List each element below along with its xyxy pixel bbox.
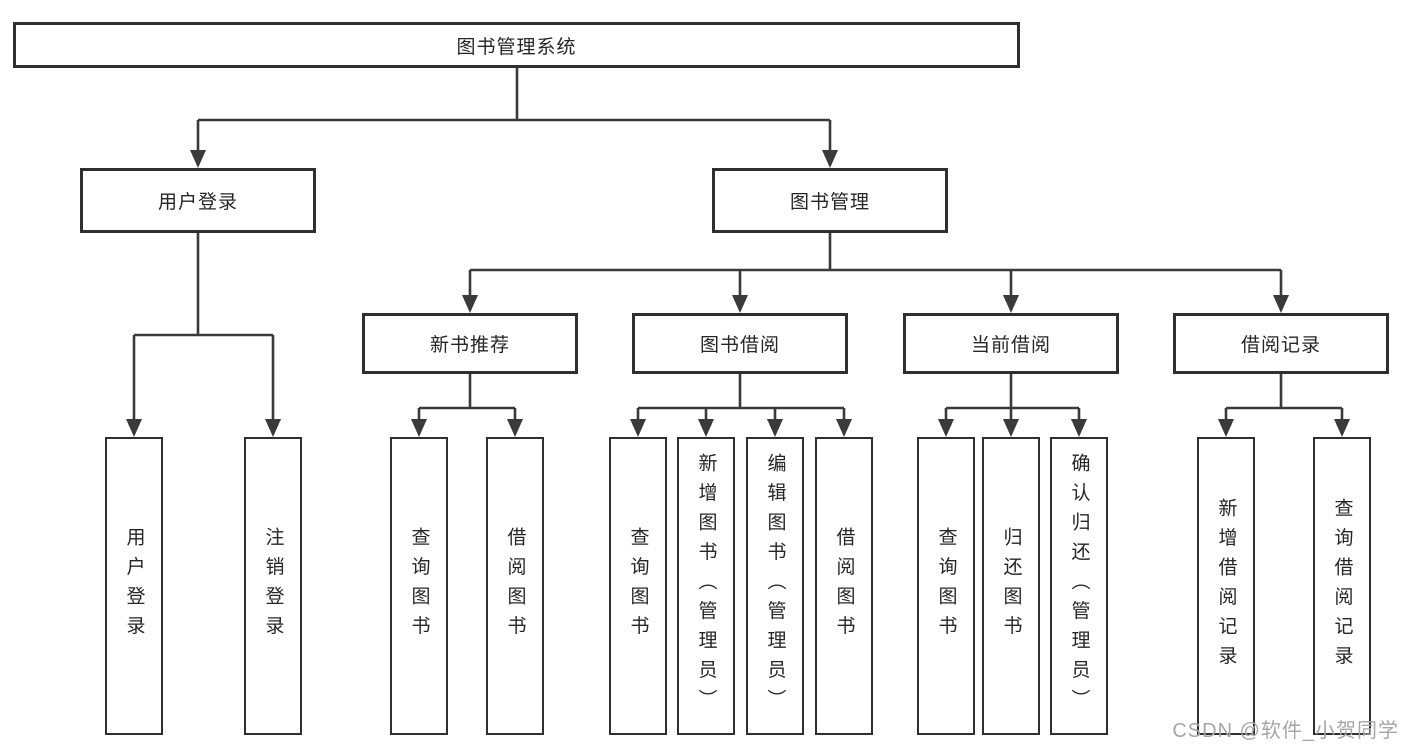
node-book-borrowing: 图书借阅 bbox=[632, 313, 848, 374]
leaf-query-borrow-record: 查询借阅记录 bbox=[1313, 437, 1371, 735]
edge-current-leaves bbox=[944, 374, 1081, 421]
node-user-login: 用户登录 bbox=[80, 168, 316, 233]
node-current-borrowing-label: 当前借阅 bbox=[970, 335, 1051, 356]
node-book-borrowing-label: 图书借阅 bbox=[699, 335, 780, 356]
leaf-edit-books-admin: 编辑图书（管理员） bbox=[746, 437, 804, 735]
leaf-query-borrow-record-label: 查询借阅记录 bbox=[1331, 497, 1353, 675]
edge-root-level2 bbox=[196, 68, 832, 152]
edge-records-leaves bbox=[1224, 374, 1344, 421]
node-new-book-recommend: 新书推荐 bbox=[362, 313, 578, 374]
leaf-logout-label: 注销登录 bbox=[262, 527, 284, 645]
leaf-borrow-books-recommend-label: 借阅图书 bbox=[504, 527, 526, 645]
leaf-query-books-recommend-label: 查询图书 bbox=[408, 527, 430, 645]
node-current-borrowing: 当前借阅 bbox=[903, 313, 1119, 374]
leaf-add-books-admin-label: 新增图书（管理员） bbox=[695, 453, 717, 719]
leaf-confirm-return-admin: 确认归还（管理员） bbox=[1050, 437, 1108, 735]
leaf-query-books-borrowing: 查询图书 bbox=[609, 437, 667, 735]
leaf-borrow-books-label: 借阅图书 bbox=[833, 527, 855, 645]
leaf-add-borrow-record: 新增借阅记录 bbox=[1197, 437, 1255, 735]
node-new-book-recommend-label: 新书推荐 bbox=[429, 335, 510, 356]
leaf-query-books-recommend: 查询图书 bbox=[390, 437, 448, 735]
leaf-query-books-current-label: 查询图书 bbox=[935, 527, 957, 645]
leaf-query-books-borrowing-label: 查询图书 bbox=[627, 527, 649, 645]
arrowheads bbox=[126, 150, 1350, 437]
node-book-management: 图书管理 bbox=[712, 168, 948, 233]
csdn-watermark: CSDN @软件_小贺同学 bbox=[1172, 720, 1399, 742]
node-root: 图书管理系统 bbox=[13, 22, 1020, 68]
leaf-user-login-label: 用户登录 bbox=[123, 527, 145, 645]
edge-mgmt-level3 bbox=[468, 233, 1283, 297]
edge-borrow-leaves bbox=[636, 374, 846, 421]
leaf-edit-books-admin-label: 编辑图书（管理员） bbox=[764, 453, 786, 719]
node-user-login-label: 用户登录 bbox=[157, 192, 238, 213]
leaf-add-borrow-record-label: 新增借阅记录 bbox=[1215, 497, 1237, 675]
node-book-management-label: 图书管理 bbox=[789, 192, 870, 213]
leaf-confirm-return-admin-label: 确认归还（管理员） bbox=[1068, 453, 1090, 719]
leaf-return-books: 归还图书 bbox=[982, 437, 1040, 735]
leaf-add-books-admin: 新增图书（管理员） bbox=[677, 437, 735, 735]
edge-login-leaves bbox=[132, 233, 275, 421]
node-borrowing-records-label: 借阅记录 bbox=[1240, 335, 1321, 356]
leaf-return-books-label: 归还图书 bbox=[1000, 527, 1022, 645]
leaf-user-login: 用户登录 bbox=[105, 437, 163, 735]
leaf-logout: 注销登录 bbox=[244, 437, 302, 735]
node-borrowing-records: 借阅记录 bbox=[1173, 313, 1389, 374]
leaf-borrow-books: 借阅图书 bbox=[815, 437, 873, 735]
edge-newbook-leaves bbox=[417, 374, 517, 421]
node-root-label: 图书管理系统 bbox=[456, 36, 577, 58]
leaf-borrow-books-recommend: 借阅图书 bbox=[486, 437, 544, 735]
leaf-query-books-current: 查询图书 bbox=[917, 437, 975, 735]
